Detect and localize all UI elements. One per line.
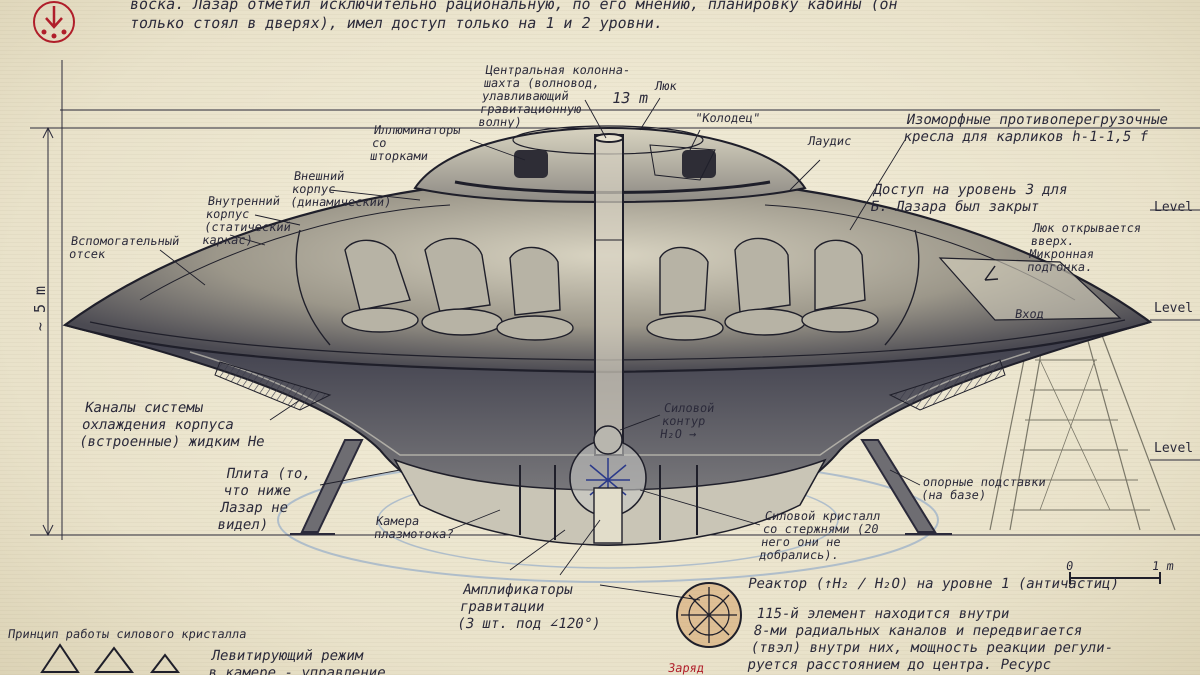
label-levitation-mode: Левитирующий режим в камере - управление (207, 648, 388, 675)
label-aux-compartment: Вспомогательный отсек (68, 234, 181, 261)
label-inner-hull: Внутренний корпус (статический каркас) (201, 194, 292, 247)
label-isomorphic-seats: Изоморфные противоперегрузочные кресла д… (902, 112, 1170, 145)
illuminator-right (682, 150, 716, 178)
level-label-middle: Level (1154, 301, 1194, 316)
height-dimension: ~ 5 m (31, 285, 50, 332)
label-outer-hull: Внешний корпус (динамический) (289, 169, 393, 209)
label-power-contour: Силовой контур H₂O → (659, 401, 716, 441)
label-access-level3: Доступ на уровень 3 для Б. Лазара был за… (869, 182, 1069, 215)
label-hatch-up: Люк открывается вверх. Микронная подгонк… (1026, 221, 1143, 274)
header-line-2: только стоял в дверях), имел доступ толь… (128, 14, 665, 32)
central-column (594, 133, 624, 456)
seat (646, 246, 724, 341)
scale-bar (1069, 572, 1161, 584)
label-plasma-chamber: Камера плазмотока? (373, 514, 455, 541)
crystal-triangles (40, 643, 181, 673)
header-line-1: воска. Лазар отметил исключительно рацио… (128, 0, 900, 13)
level-label-bottom: Level (1154, 441, 1194, 456)
label-amplifiers: Амплификаторы гравитации (3 шт. под ∠120… (455, 582, 602, 632)
stamp-logo (33, 1, 75, 43)
label-well: "Колодец" (694, 111, 762, 125)
label-support-legs: опорные подставки (на базе) (920, 475, 1047, 502)
scale-one: 1 m (1151, 559, 1175, 573)
label-power-crystal: Силовой кристалл со стержнями (20 него о… (758, 509, 882, 562)
label-central-column: Центральная колонна- шахта (волновод, ул… (477, 63, 632, 129)
label-entrance: Вход (1014, 307, 1045, 321)
level-label-top: Level (1154, 200, 1194, 215)
label-cooling-channels: Каналы системы охлаждения корпуса (встро… (77, 400, 266, 450)
entry-ladder (989, 329, 1176, 531)
illuminator-left (514, 150, 548, 178)
label-red-note: Заряд (667, 661, 706, 675)
seats-group (341, 237, 879, 341)
label-plate: Плита (то, что ниже Лазар не видел) (216, 466, 313, 533)
reactor-core (569, 425, 647, 544)
leader-lines (159, 97, 921, 601)
label-reactor: Реактор (↑H₂ / H₂O) на уровне 1 (античас… (746, 576, 1121, 592)
label-lattice: Лаудис (807, 134, 853, 148)
label-hatch: Люк (654, 79, 678, 93)
reactor-detail (676, 582, 742, 648)
label-element115: 115-й элемент находится внутри 8-ми ради… (746, 606, 1115, 673)
seat (724, 237, 806, 336)
seat (801, 239, 879, 333)
seat (341, 239, 419, 333)
seat (496, 246, 574, 341)
support-legs (290, 439, 952, 535)
label-illuminators: Иллюминаторы со шторками (369, 123, 462, 163)
label-crystal-principle: Принцип работы силового кристалла (7, 627, 248, 641)
